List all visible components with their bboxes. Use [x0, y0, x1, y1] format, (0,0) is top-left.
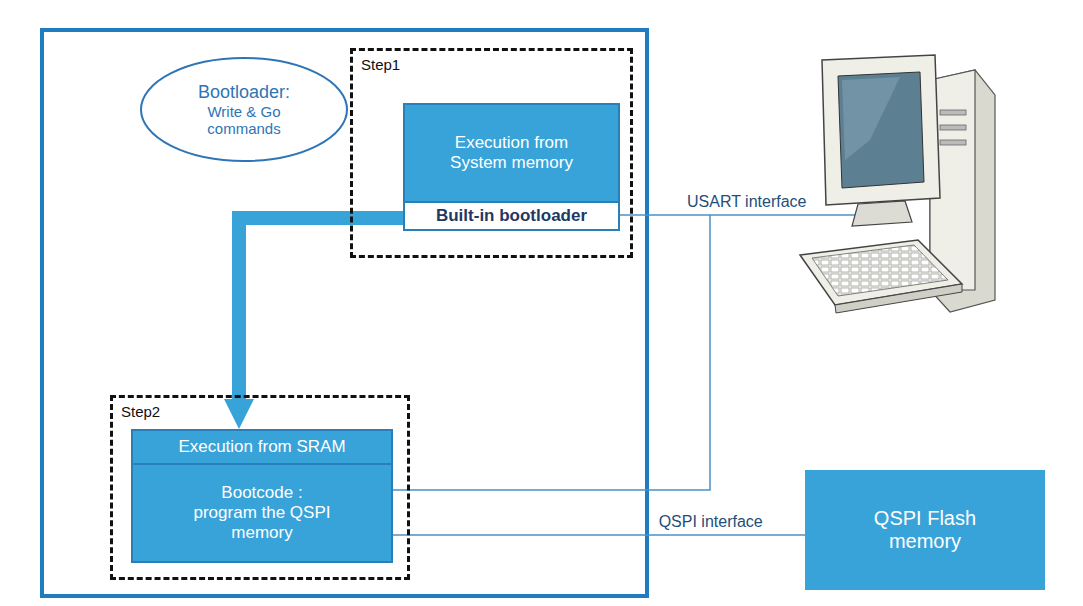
- ellipse-shape: [141, 58, 347, 161]
- interface-wire: [393, 534, 805, 536]
- node-body: Bootcode : program the QSPI memory: [133, 465, 391, 561]
- memory-block: Execution from SRAMBootcode : program th…: [131, 429, 393, 563]
- computer-illustration: [800, 55, 995, 313]
- node-title: QSPI Flash memory: [805, 497, 1045, 563]
- step-frame: Step1Execution from System memoryBuilt-i…: [350, 48, 633, 258]
- interface-label: USART interface: [685, 193, 808, 211]
- interface-label: QSPI interface: [657, 513, 765, 531]
- node-body: Built-in bootloader: [405, 201, 618, 229]
- usart-wire: [617, 214, 860, 216]
- step-frame: Step2Execution from SRAMBootcode : progr…: [110, 395, 410, 580]
- memory-block: Execution from System memoryBuilt-in boo…: [403, 103, 620, 231]
- flash-memory-box: QSPI Flash memory: [805, 470, 1045, 590]
- node-title: Bootloader:: [198, 82, 290, 103]
- node-title: Execution from SRAM: [133, 431, 391, 465]
- command-ellipse: Bootloader:Write & Go commands: [140, 57, 348, 162]
- node-body: Write & Go commands: [179, 103, 309, 137]
- node-title: Step2: [113, 398, 168, 425]
- flow-arrow: [239, 218, 403, 399]
- node-title: Step1: [353, 51, 408, 78]
- node-title: Execution from System memory: [405, 105, 618, 201]
- mcu-outline: [42, 30, 647, 596]
